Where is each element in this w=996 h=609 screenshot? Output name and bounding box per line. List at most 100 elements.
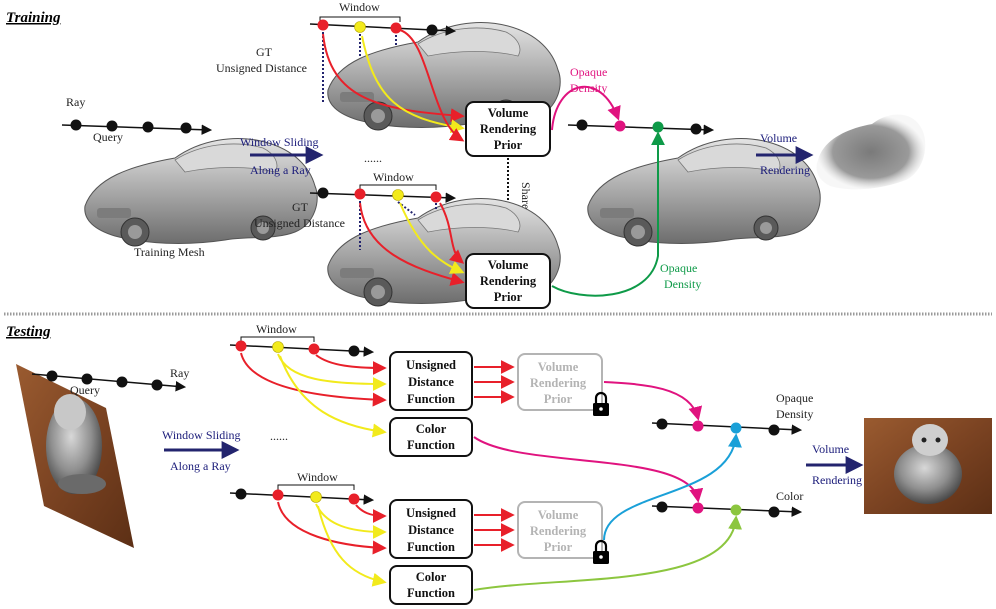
test-vrp-top-2: Rendering xyxy=(530,376,587,390)
ray-point-magenta xyxy=(692,502,704,514)
ray-point-red xyxy=(390,22,402,34)
test-vrp-bottom-1: Volume xyxy=(538,508,579,522)
train-gt-label-top-2: Unsigned Distance xyxy=(216,61,307,75)
color-top-line1: Color xyxy=(416,422,447,436)
vrp-frozen-top: Volume Rendering Prior xyxy=(517,353,603,411)
cyan-arrow xyxy=(603,433,742,541)
yellow-arrow xyxy=(277,353,387,391)
ray-point xyxy=(768,424,780,436)
yellow-arrow xyxy=(279,355,387,438)
ray-point-lime xyxy=(730,504,742,516)
magenta-arrow xyxy=(603,381,703,421)
test-window-label-bottom: Window xyxy=(297,470,338,484)
yellow-arrow xyxy=(315,503,387,539)
udf-box-top: Unsigned Distance Function xyxy=(389,351,473,411)
vrp-top-line3: Prior xyxy=(494,138,523,152)
window-bracket xyxy=(240,336,315,342)
ray-point-red xyxy=(430,191,442,203)
opaque-density-label-2: Density xyxy=(776,407,813,421)
test-window-label-top: Window xyxy=(256,322,297,336)
ray-point-red xyxy=(235,340,247,352)
ray-point-yellow xyxy=(392,189,404,201)
color-function-top: Color Function xyxy=(389,417,473,457)
train-ray-line xyxy=(309,192,457,203)
ray-point xyxy=(656,418,668,430)
window-bracket xyxy=(319,16,401,22)
train-opaque-top-2: Density xyxy=(570,81,607,95)
test-volume-label: Volume xyxy=(812,442,849,456)
train-ellipsis: ...... xyxy=(364,151,382,165)
ray-point xyxy=(142,121,154,133)
udf-bottom-line1: Unsigned xyxy=(406,506,456,520)
udf-top-line2: Distance xyxy=(408,375,454,389)
color-bottom-line2: Function xyxy=(407,586,455,600)
test-ellipsis: ...... xyxy=(270,429,288,443)
train-window-label-top: Window xyxy=(339,0,380,14)
yellow-arrow xyxy=(399,202,465,274)
red-arrow xyxy=(439,202,465,264)
ray-point-red xyxy=(308,343,320,355)
squirrel-photo xyxy=(16,364,134,548)
test-query-label: Query xyxy=(70,383,100,397)
training-section-title: Training xyxy=(6,10,61,26)
vrp-bottom-line3: Prior xyxy=(494,290,523,304)
opaque-density-label-1: Opaque xyxy=(776,391,813,405)
window-bracket xyxy=(359,184,437,190)
udf-top-line1: Unsigned xyxy=(406,358,456,372)
test-sliding-label-2: Along a Ray xyxy=(170,459,231,473)
vrp-top-line1: Volume xyxy=(488,106,529,120)
test-ray-label: Ray xyxy=(170,366,189,380)
ray-point-red xyxy=(354,188,366,200)
ray-point-yellow xyxy=(310,491,322,503)
testing-section-title: Testing xyxy=(6,324,51,340)
red-arrow xyxy=(277,501,387,555)
train-gt-label-top: GT xyxy=(256,45,273,59)
train-opaque-bottom-2: Density xyxy=(664,277,701,291)
train-ray-label: Ray xyxy=(66,95,85,109)
vrp-bottom-line2: Rendering xyxy=(480,274,537,288)
train-sliding-label: Window Sliding xyxy=(240,135,319,149)
ray-point-red xyxy=(348,493,360,505)
ray-point xyxy=(348,345,360,357)
ray-point xyxy=(235,488,247,500)
test-rendering-label: Rendering xyxy=(812,473,862,487)
ray-point xyxy=(576,119,588,131)
test-vrp-top-1: Volume xyxy=(538,360,579,374)
color-function-bottom: Color Function xyxy=(389,565,473,605)
train-gt-label-mid-2: Unsigned Distance xyxy=(254,216,345,230)
red-arrow xyxy=(240,352,387,407)
ray-point xyxy=(151,379,163,391)
train-gt-label-mid: GT xyxy=(292,200,309,214)
ray-point-green xyxy=(652,121,664,133)
ray-point-yellow xyxy=(272,341,284,353)
ray-point-magenta xyxy=(614,120,626,132)
ray-point xyxy=(690,123,702,135)
lime-arrow xyxy=(473,515,743,591)
ray-point-cyan xyxy=(730,422,742,434)
ray-point-red xyxy=(317,19,329,31)
window-bracket xyxy=(277,484,355,490)
vrp-bottom-line1: Volume xyxy=(488,258,529,272)
red-arrow xyxy=(359,202,465,286)
train-output-ray xyxy=(567,124,715,135)
ray-point xyxy=(180,122,192,134)
train-opaque-top-1: Opaque xyxy=(570,65,607,79)
train-opaque-bottom-1: Opaque xyxy=(660,261,697,275)
color-output-label: Color xyxy=(776,489,803,503)
udf-bottom-line2: Distance xyxy=(408,523,454,537)
ray-point xyxy=(46,370,58,382)
gt-distance-bar xyxy=(397,201,416,216)
magenta-arrow xyxy=(473,436,704,503)
color-bottom-line1: Color xyxy=(416,570,447,584)
ray-point xyxy=(116,376,128,388)
train-query-label: Query xyxy=(93,130,123,144)
vrp-frozen-bottom: Volume Rendering Prior xyxy=(517,501,603,559)
test-vrp-bottom-3: Prior xyxy=(544,540,573,554)
training-mesh-label: Training Mesh xyxy=(134,245,205,259)
ray-point-yellow xyxy=(354,21,366,33)
train-sliding-label-2: Along a Ray xyxy=(250,163,311,177)
test-sliding-label: Window Sliding xyxy=(162,428,241,442)
ray-point xyxy=(70,119,82,131)
